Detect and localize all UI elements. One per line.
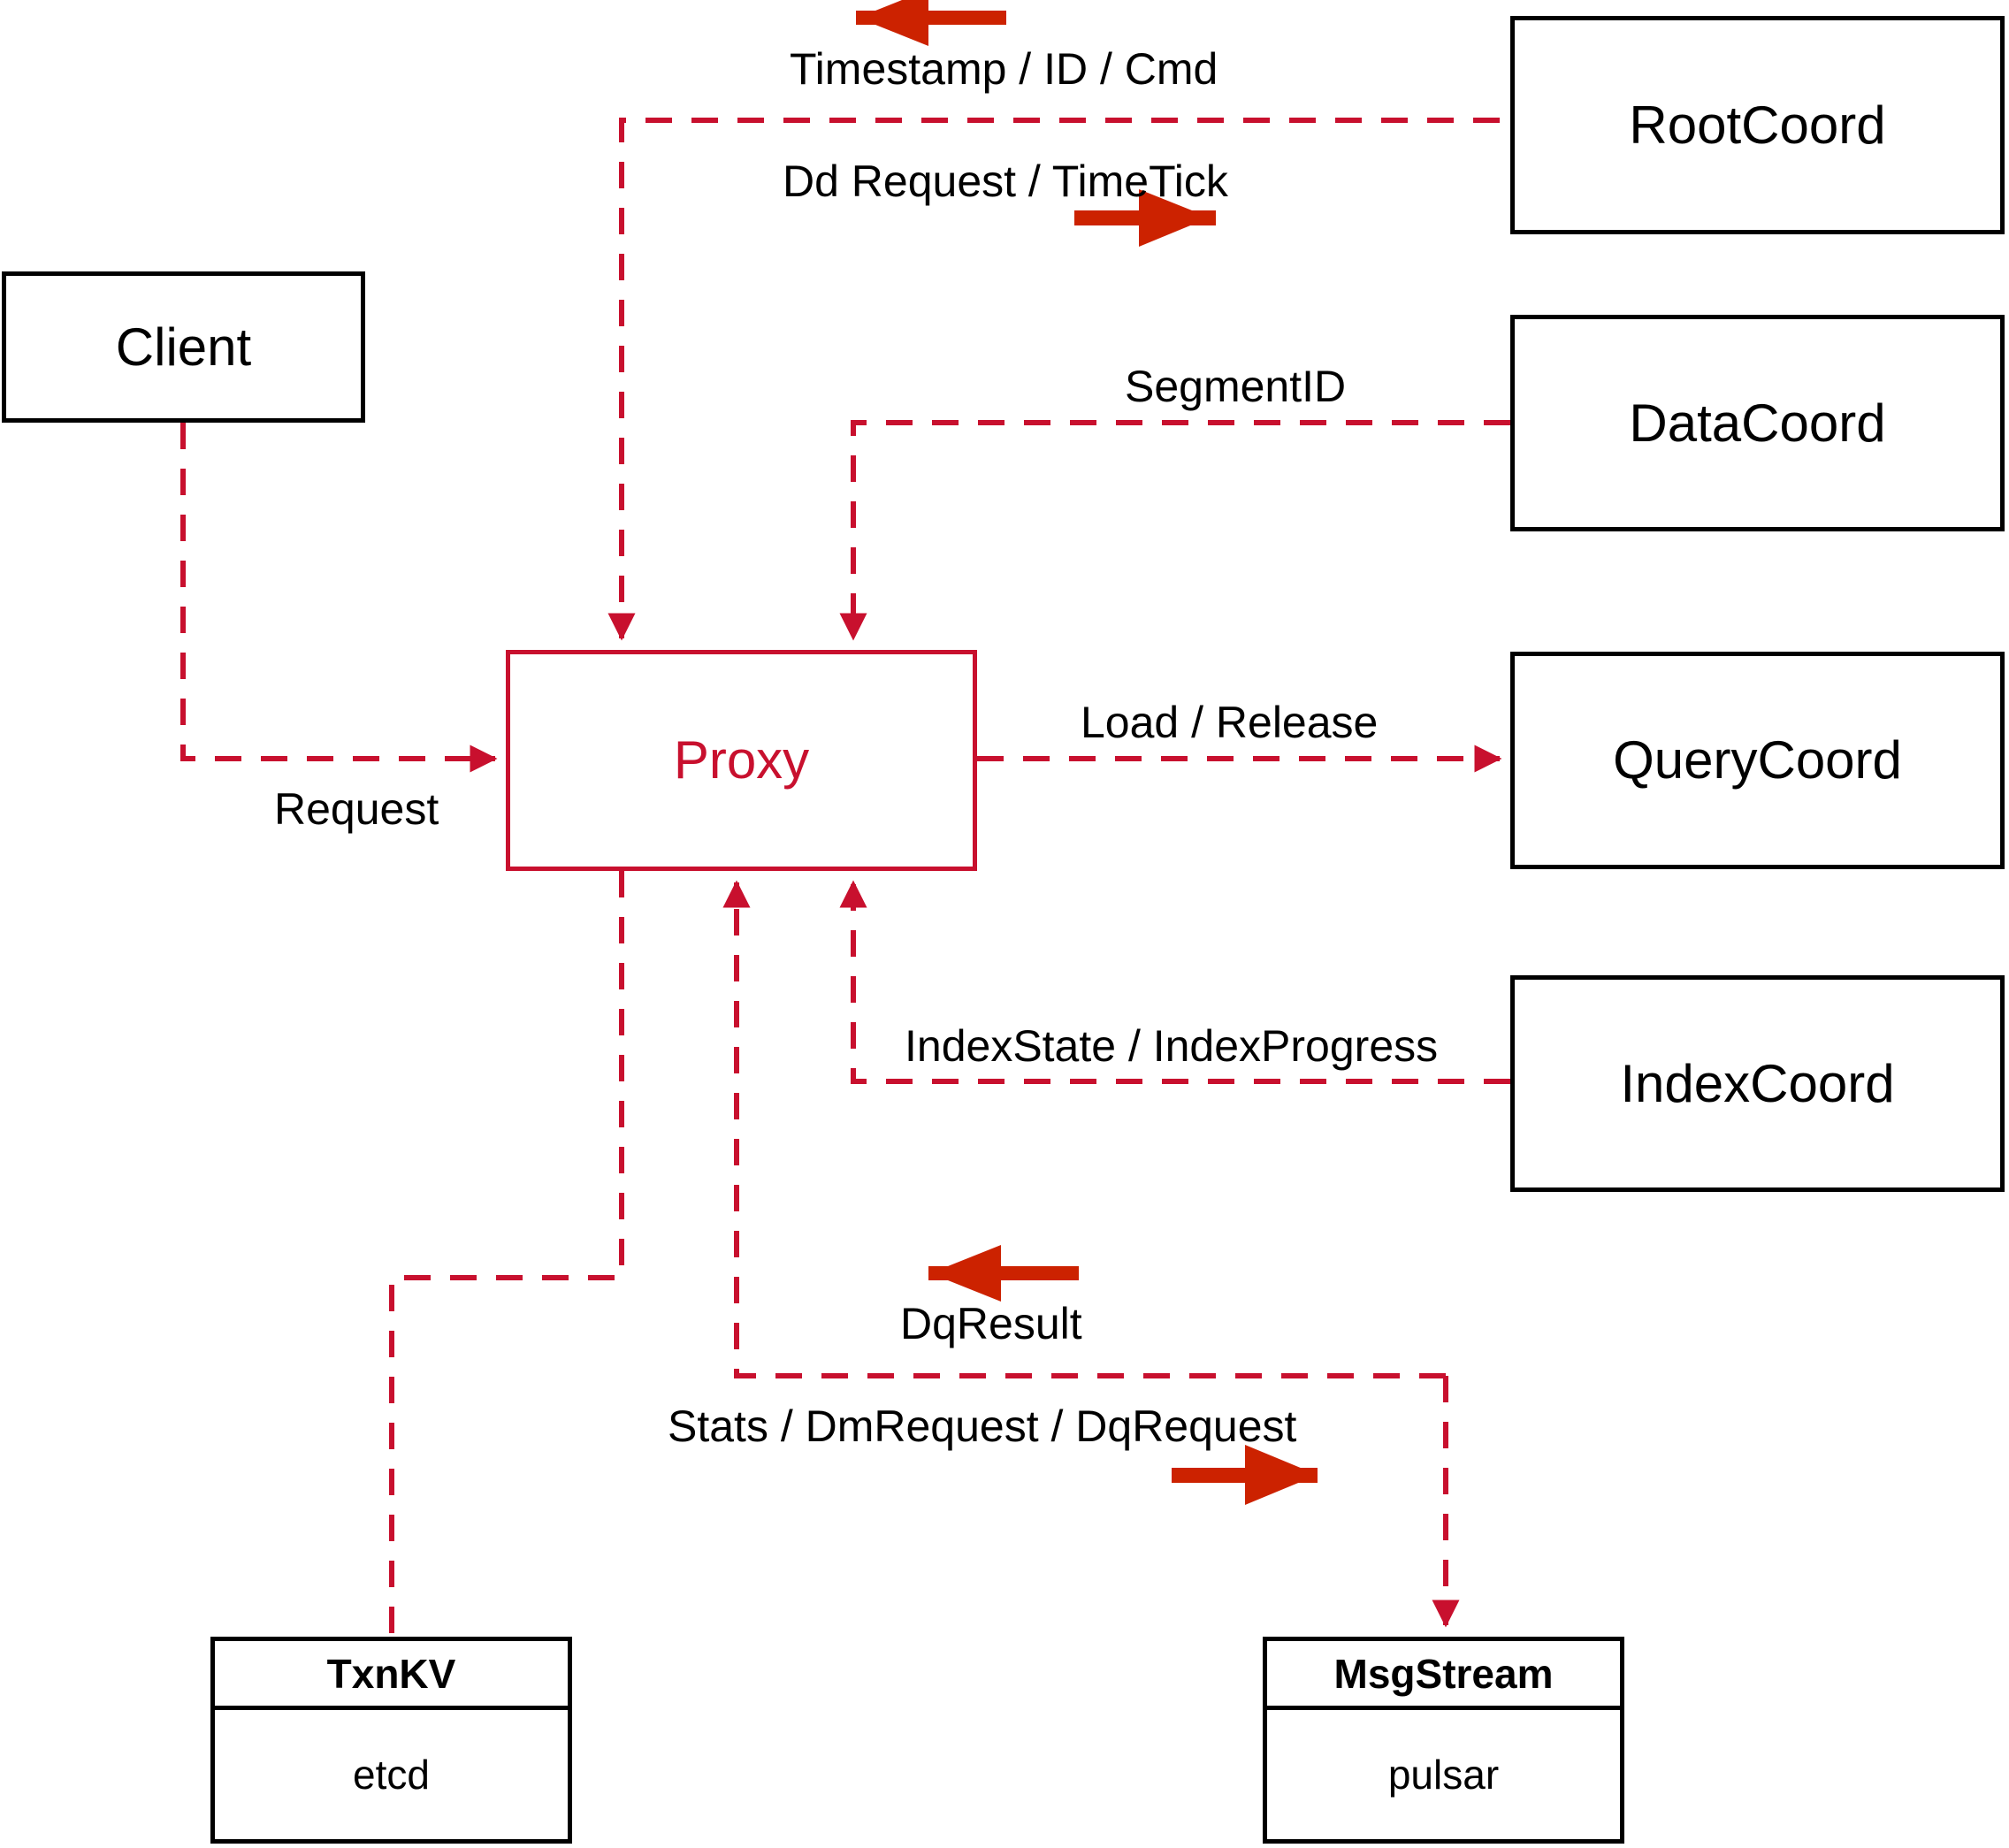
node-proxy-label: Proxy — [673, 730, 810, 790]
node-client[interactable]: Client — [2, 271, 365, 423]
direction-arrow-stats-right — [1172, 1445, 1318, 1505]
edge-label-request: Request — [274, 784, 439, 834]
edge-label-dd-request-timetick: Dd Request / TimeTick — [783, 157, 1228, 206]
node-indexcoord-label: IndexCoord — [1620, 1053, 1895, 1113]
node-txnkv-header: TxnKV — [215, 1641, 568, 1710]
node-msgstream[interactable]: MsgStream pulsar — [1263, 1637, 1624, 1844]
direction-arrow-dqresult-left — [928, 1245, 1079, 1302]
edge-client-proxy-request — [180, 423, 498, 773]
node-msgstream-body: pulsar — [1267, 1710, 1620, 1839]
node-rootcoord-label: RootCoord — [1629, 95, 1886, 155]
node-txnkv-body-label: etcd — [353, 1752, 430, 1798]
node-querycoord[interactable]: QueryCoord — [1510, 652, 2005, 869]
node-txnkv-body: etcd — [215, 1710, 568, 1839]
node-msgstream-header-label: MsgStream — [1333, 1650, 1554, 1697]
node-rootcoord[interactable]: RootCoord — [1510, 16, 2005, 234]
node-datacoord[interactable]: DataCoord — [1510, 315, 2005, 531]
edge-label-timestamp-id-cmd: Timestamp / ID / Cmd — [790, 44, 1218, 94]
edge-label-segmentid: SegmentID — [1125, 362, 1347, 411]
edge-datacoord-proxy-segmentid — [839, 420, 1510, 641]
node-txnkv[interactable]: TxnKV etcd — [210, 1637, 572, 1844]
node-msgstream-header: MsgStream — [1267, 1641, 1620, 1710]
node-proxy[interactable]: Proxy — [506, 650, 977, 871]
node-querycoord-label: QueryCoord — [1613, 730, 1902, 790]
edge-msgstream-proxy-dqresult — [722, 880, 1446, 1378]
edge-label-index-state: IndexState / IndexProgress — [905, 1021, 1439, 1071]
edge-proxy-txnkv — [389, 871, 624, 1637]
node-client-label: Client — [115, 317, 252, 377]
direction-arrow-ddrequest-right — [1074, 189, 1216, 247]
edge-label-dq-result: DqResult — [900, 1299, 1082, 1348]
node-msgstream-body-label: pulsar — [1387, 1752, 1500, 1798]
direction-arrow-timestamp-left — [856, 0, 1006, 46]
edge-indexcoord-proxy-indexstate — [839, 880, 1510, 1084]
node-datacoord-label: DataCoord — [1629, 393, 1886, 453]
node-txnkv-header-label: TxnKV — [326, 1650, 456, 1697]
edge-proxy-rootcoord — [607, 118, 1500, 641]
edge-label-load-release: Load / Release — [1081, 698, 1379, 747]
node-indexcoord[interactable]: IndexCoord — [1510, 975, 2005, 1192]
edge-label-stats-dm-dq: Stats / DmRequest / DqRequest — [668, 1401, 1297, 1451]
